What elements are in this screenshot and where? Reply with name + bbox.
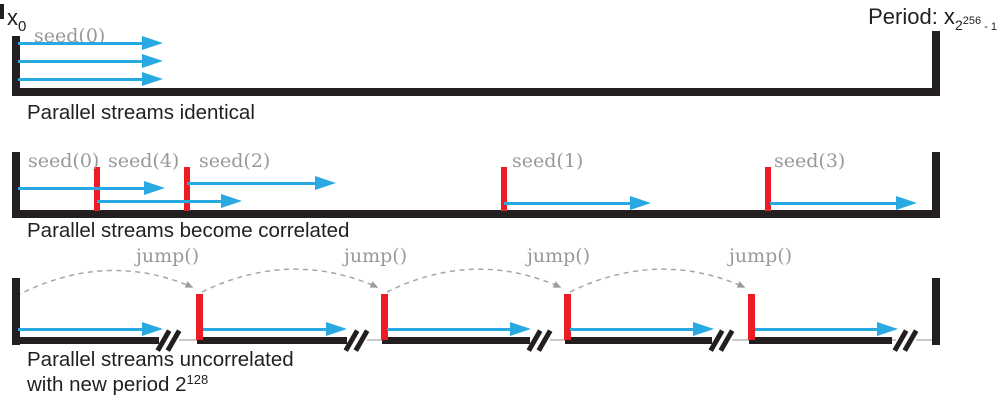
caption-identical: Parallel streams identical [27,101,255,124]
arrow-head-icon [142,72,163,86]
arrow-shaft [387,327,518,331]
arrow-head-icon [142,36,163,50]
edge-artifact-mark [0,4,4,19]
break-underlay [159,335,179,345]
seed-label: seed(2) [199,150,271,172]
stream-arrow [18,322,163,336]
arrow-shaft [570,327,701,331]
stream-arrow [18,36,163,50]
caption-uncorrelated-line2: with new period 2128 [27,372,208,397]
section-identical-streams: x0 Period: x2256 - 1 seed(0) Parallel st… [0,0,1000,140]
jump-label: jump() [344,245,408,267]
arrow-shaft [755,327,885,331]
stream-arrow [187,176,336,190]
stream-arrow [18,72,163,86]
stream-arrow [18,54,163,68]
caption-line2-exponent: 128 [186,372,209,387]
timeline-segment [12,337,160,344]
jump-arc [15,269,194,297]
timeline1-left-endbar [12,36,20,96]
arrow-head-icon [326,322,347,336]
arrow-shaft [18,327,150,331]
seed-marker [184,167,190,211]
arrow-head-icon [896,196,917,210]
stream-arrow [18,181,165,195]
stream-arrow [387,322,531,336]
seed-label: seed(3) [774,150,846,172]
origin-base: x [7,5,18,30]
section-correlated-streams: seed(0) seed(4) seed(2) seed(1) seed(3) … [0,140,1000,250]
arrow-shaft [504,201,638,205]
arrow-head-icon [221,194,242,208]
jump-arc [201,268,379,293]
jump-marker [748,294,755,340]
arrow-head-icon [315,176,336,190]
timeline1-baseline [12,88,940,96]
arrow-head-icon [630,196,651,210]
arrow-shaft [187,181,323,185]
jump-label: jump() [136,245,200,267]
timeline-segment [749,337,892,344]
seed-label: seed(4) [108,150,180,172]
jump-arc [386,268,562,293]
seed-marker [765,167,771,211]
arrow-head-icon [693,322,714,336]
arrow-head-icon [877,322,898,336]
break-underlay [712,335,732,345]
timeline2-baseline [12,210,940,218]
period-exponent: 256 [962,15,982,27]
seed-marker [501,167,507,211]
jump-arc [569,268,746,293]
timeline3-right-endbar [932,278,940,345]
period-tail: - 1 [981,21,997,33]
arrow-shaft [18,77,150,81]
seed-label: seed(1) [512,150,584,172]
stream-arrow [504,196,651,210]
period-prefix: Period: x [868,4,955,29]
origin-state-label: x0 [7,5,26,35]
timeline3-left-endbar [12,278,20,345]
arrow-shaft [770,201,904,205]
stream-arrow [770,196,917,210]
caption-uncorrelated-line1: Parallel streams uncorrelated [27,348,294,371]
arrow-head-icon [142,322,163,336]
arrow-shaft [18,41,150,45]
jump-marker [196,294,203,340]
break-underlay [530,335,550,345]
timeline-segment [382,337,534,344]
timeline2-right-endbar [932,152,940,218]
stream-arrow [755,322,898,336]
arrow-shaft [18,186,152,190]
jump-marker [564,294,571,340]
stream-arrow [97,194,242,208]
arrow-head-icon [144,181,165,195]
break-underlay [896,335,916,345]
stream-arrow [203,322,347,336]
arrow-shaft [203,327,334,331]
arrow-shaft [97,199,229,203]
caption-line2-text: with new period 2 [27,373,187,396]
origin-subscript: 0 [18,18,27,35]
timeline-segment [565,337,715,344]
break-underlay [347,335,367,345]
seed-label: seed(0) [28,150,100,172]
arrow-shaft [18,59,150,63]
timeline-segment [197,337,353,344]
period-label: Period: x2256 - 1 [700,4,997,33]
stream-arrow [570,322,714,336]
caption-correlated: Parallel streams become correlated [27,219,350,242]
jump-label: jump() [729,245,793,267]
timeline2-left-endbar [12,152,20,218]
arrow-head-icon [142,54,163,68]
jump-label: jump() [527,245,591,267]
jump-marker [381,294,388,340]
arrow-head-icon [510,322,531,336]
period-sub-base: 2 [954,17,963,33]
timeline1-right-endbar [932,31,940,96]
